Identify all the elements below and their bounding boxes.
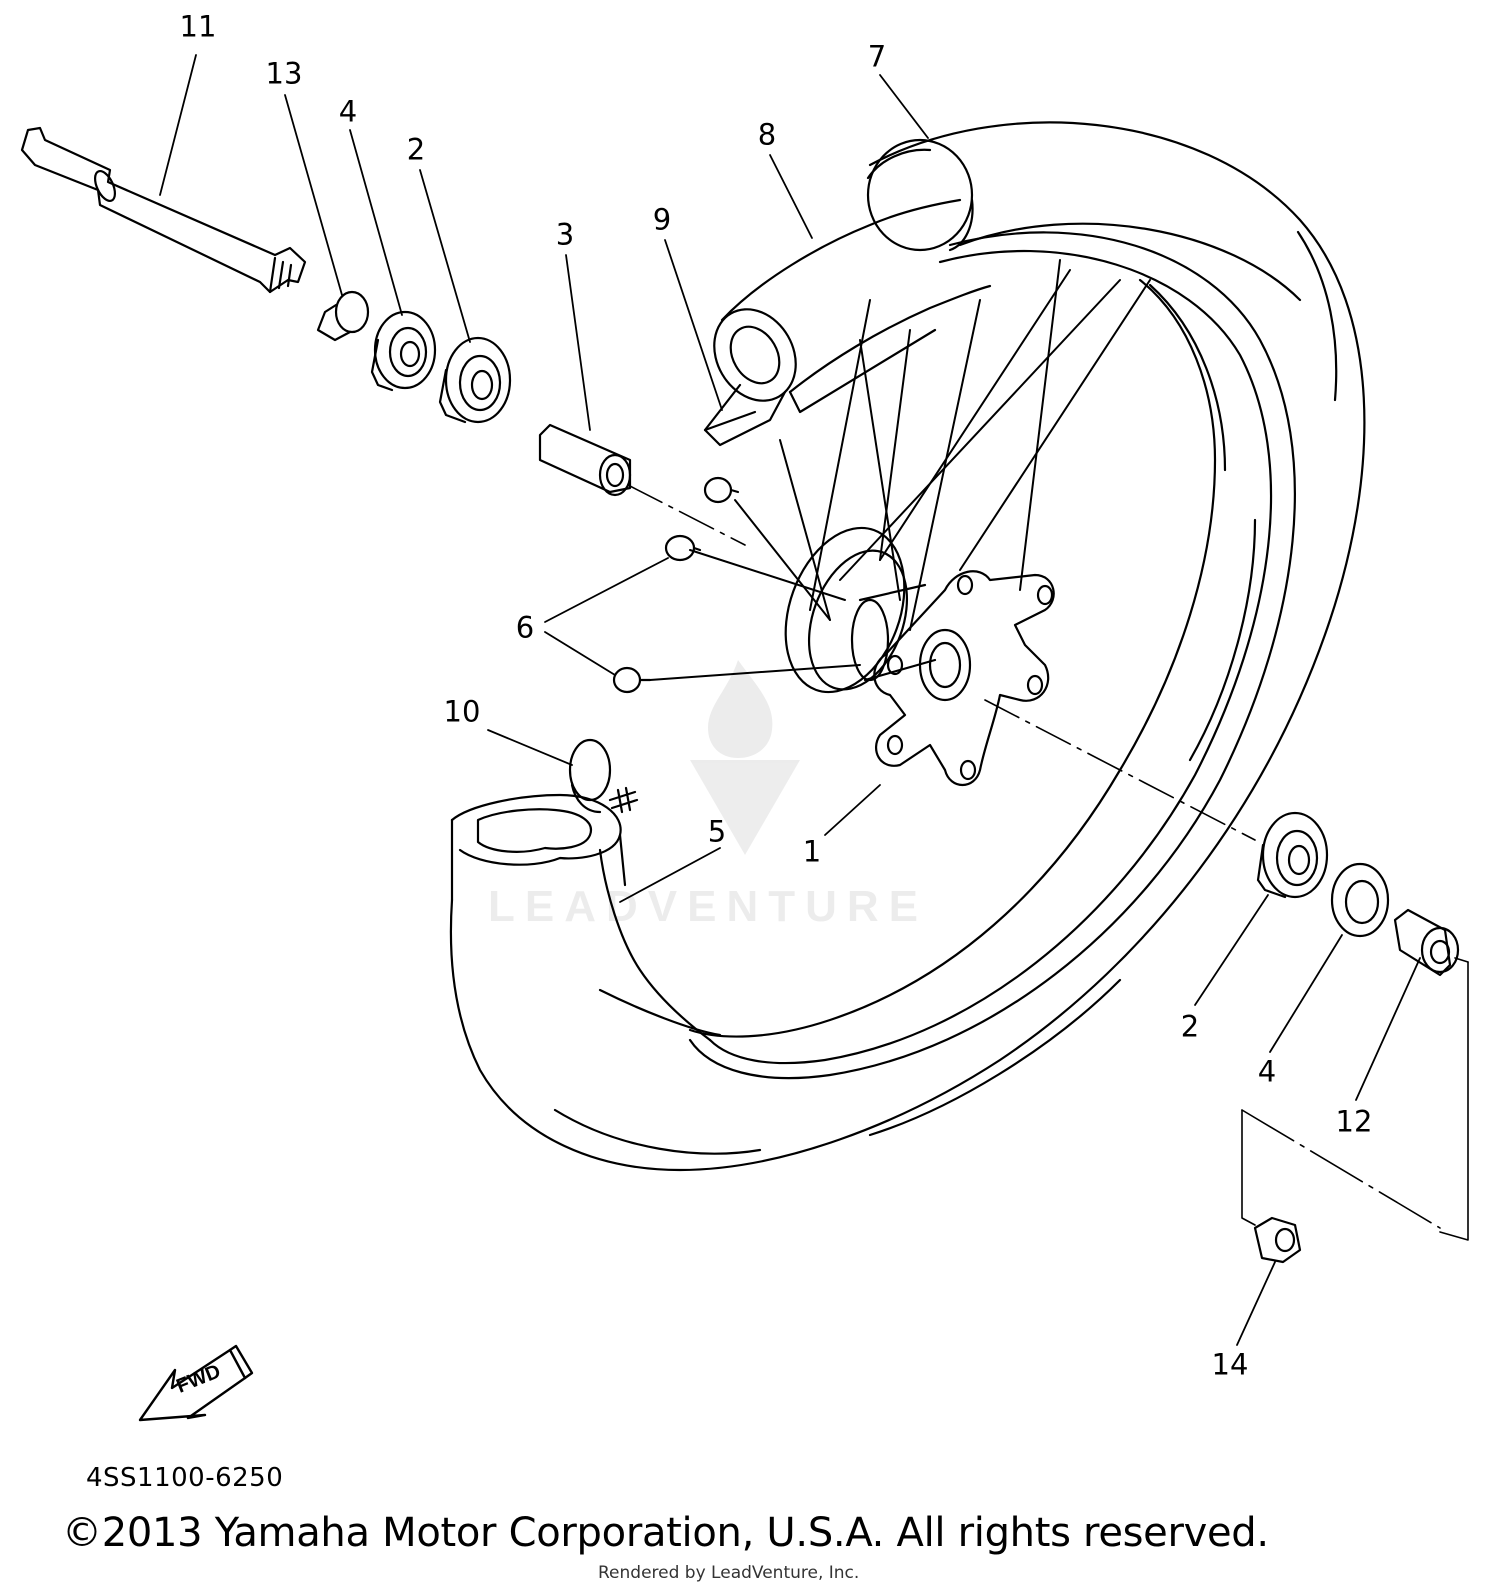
tube-section (450, 793, 712, 1042)
callout-10: 10 (443, 694, 481, 729)
callout-9: 9 (652, 202, 672, 237)
callout-14: 14 (1211, 1347, 1249, 1382)
callout-6: 6 (515, 610, 535, 645)
callout-12: 12 (1335, 1104, 1373, 1139)
callout-2-right: 2 (1180, 1009, 1200, 1044)
callout-4-left: 4 (338, 94, 358, 129)
spoke-nipples (612, 476, 740, 694)
diagram-code: 4SS1100-6250 (86, 1463, 284, 1493)
callout-8: 8 (757, 117, 777, 152)
axle (20, 126, 307, 294)
callout-1: 1 (802, 834, 822, 869)
oil-seal-right (1330, 862, 1390, 938)
axle-nut (1253, 1216, 1302, 1264)
spacer-3 (538, 423, 632, 497)
callout-2-left: 2 (406, 132, 426, 167)
copyright-notice: ©2013 Yamaha Motor Corporation, U.S.A. A… (62, 1510, 1269, 1556)
watermark-logo (690, 660, 800, 855)
bearing-left (438, 336, 512, 424)
collar-13 (316, 290, 370, 342)
bearing-right (1256, 811, 1329, 899)
callout-3: 3 (555, 217, 575, 252)
tire (449, 121, 1366, 1172)
hub (784, 526, 1055, 786)
rendered-by-notice: Rendered by LeadVenture, Inc. (598, 1563, 860, 1583)
rim-band (703, 383, 787, 447)
callout-11: 11 (179, 9, 217, 44)
valve-stem (568, 738, 639, 814)
callout-13: 13 (265, 56, 303, 91)
watermark-text: LEADVENTURE (488, 882, 929, 931)
callout-5: 5 (707, 814, 727, 849)
callout-7: 7 (867, 39, 887, 74)
collar-12 (1393, 908, 1460, 977)
center-lines (627, 484, 1469, 1241)
spokes (649, 259, 1151, 681)
callout-4-right: 4 (1257, 1054, 1277, 1089)
oil-seal-left (370, 310, 437, 392)
leader-lines (159, 54, 1421, 1346)
fwd-arrow-icon (138, 1344, 254, 1422)
inner-tube (713, 198, 992, 414)
